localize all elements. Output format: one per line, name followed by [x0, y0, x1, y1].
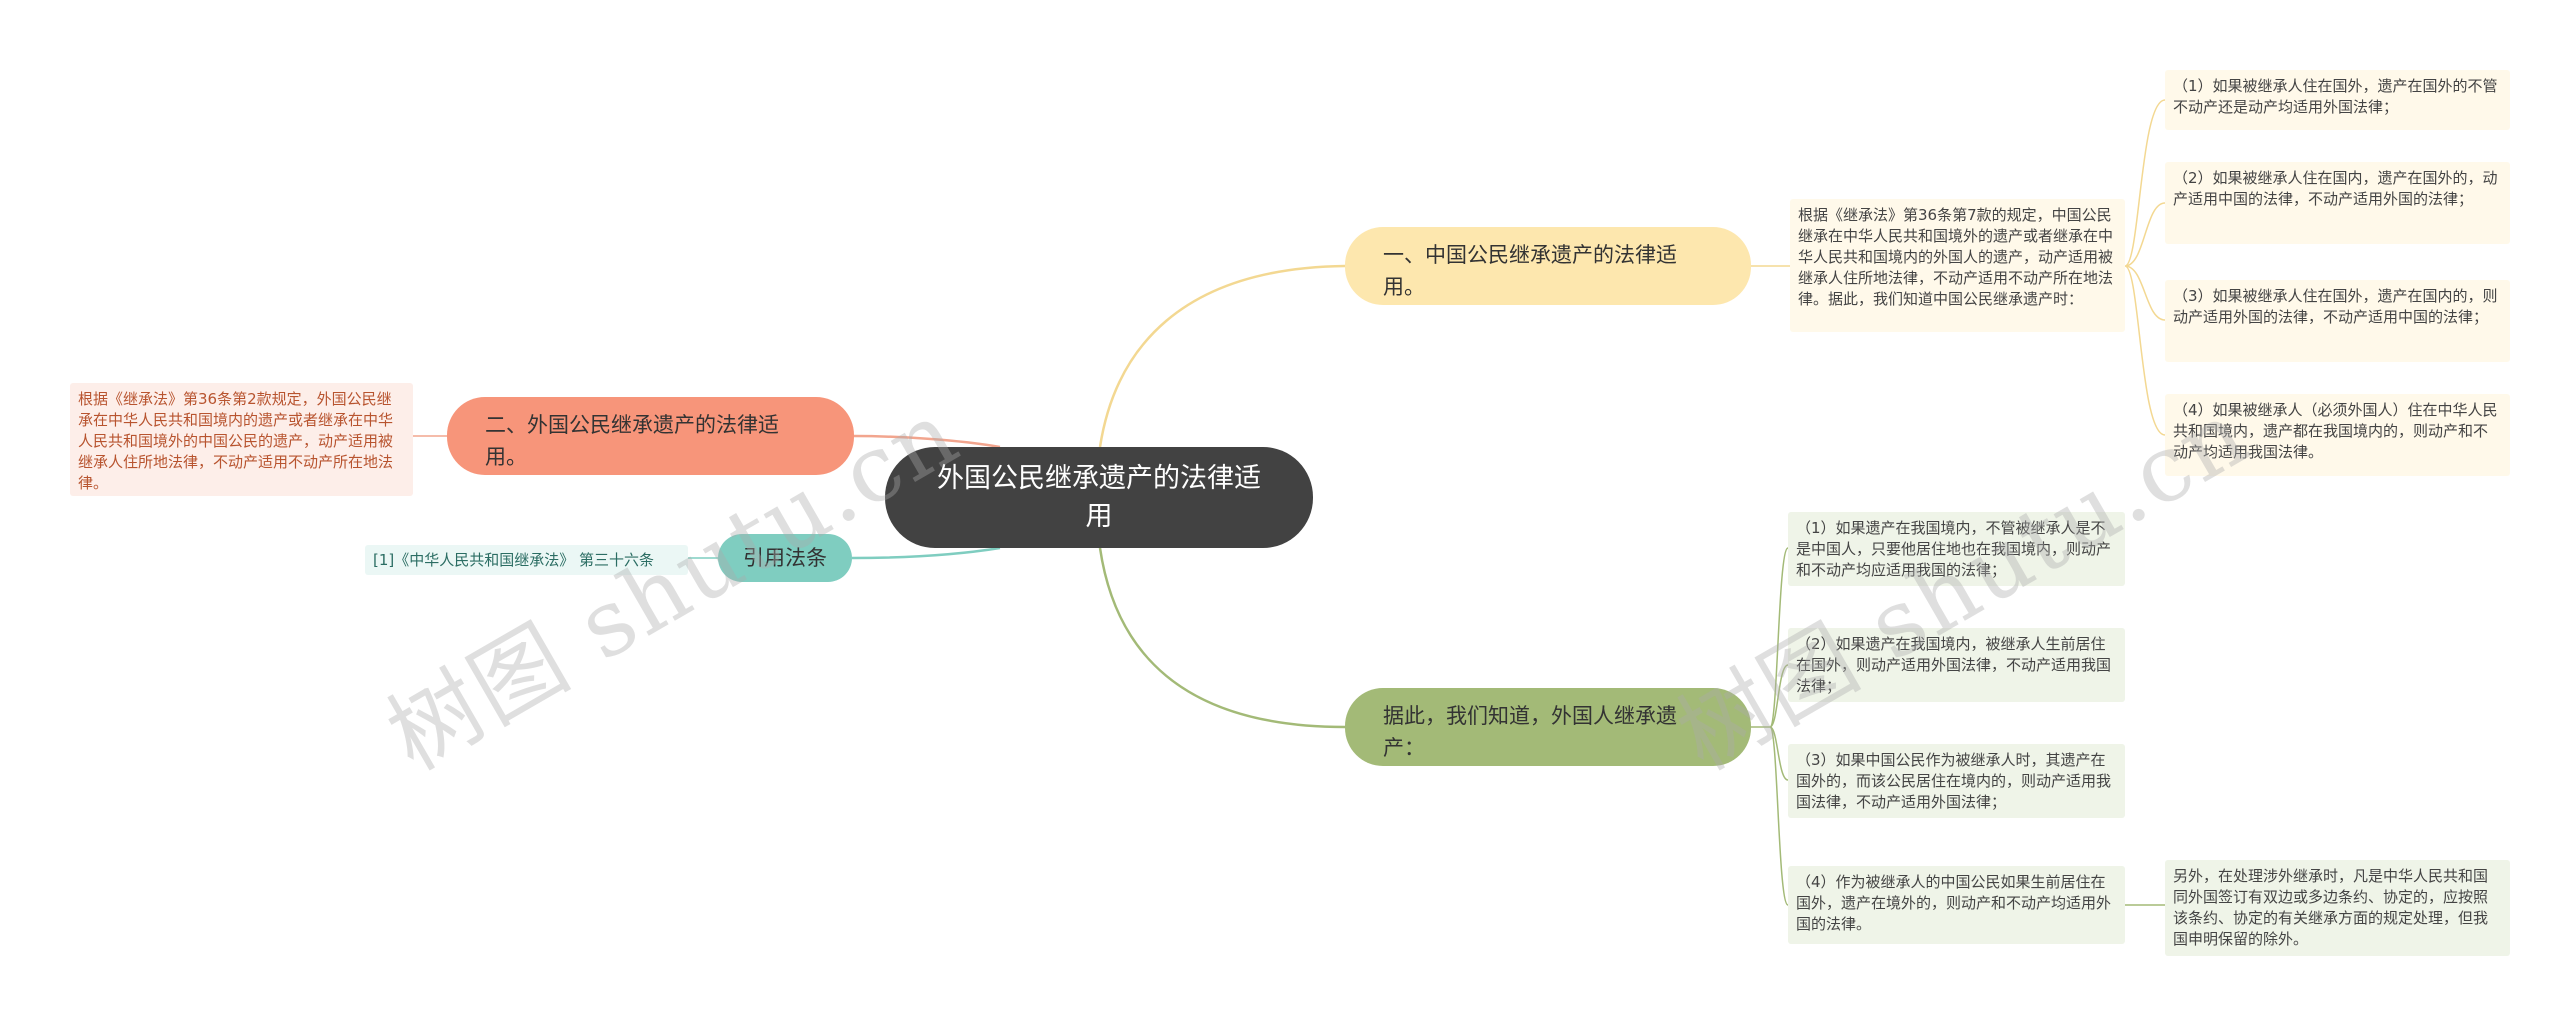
- note-text: （4）作为被继承人的中国公民如果生前居住在国外，遗产在境外的，则动产和不动产均适…: [1796, 873, 2112, 933]
- note-text: 根据《继承法》第36条第2款规定，外国公民继承在中华人民共和国境内的遗产或者继承…: [78, 390, 394, 492]
- note-b1-item-4[interactable]: （4）如果被继承人（必须外国人）住在中华人民共和国境内，遗产都在我国境内的，则动…: [2165, 394, 2510, 476]
- link-root-b1: [1098, 264, 1346, 448]
- note-text: [1]《中华人民共和国继承法》 第三十六条: [373, 551, 655, 569]
- link-intro-sub: [2124, 99, 2166, 436]
- branch-foreign-citizen-law[interactable]: 二、外国公民继承遗产的法律适用。: [447, 397, 854, 475]
- branch-label: 一、中国公民继承遗产的法律适用。: [1383, 243, 1677, 299]
- note-text: 根据《继承法》第36条第7款的规定，中国公民继承在中华人民共和国境外的遗产或者继…: [1798, 206, 2114, 308]
- note-text: （1）如果遗产在我国境内，不管被继承人是不是中国人，只要他居住地也在我国境内，则…: [1796, 519, 2112, 579]
- note-b4-item-3[interactable]: （3）如果中国公民作为被继承人时，其遗产在国外的，而该公民居住在境内的，则动产适…: [1788, 744, 2125, 818]
- note-text: （2）如果遗产在我国境内，被继承人生前居住在国外，则动产适用外国法律，不动产适用…: [1796, 635, 2112, 695]
- branch-cited-law[interactable]: 引用法条: [718, 534, 852, 582]
- link-b4-notes: [1751, 547, 1789, 906]
- root-node[interactable]: 外国公民继承遗产的法律适用: [885, 447, 1313, 548]
- note-b4-item-4-sub[interactable]: 另外，在处理涉外继承时，凡是中华人民共和国同外国签订有双边或多边条约、协定的，应…: [2165, 860, 2510, 956]
- note-b4-item-4[interactable]: （4）作为被继承人的中国公民如果生前居住在国外，遗产在境外的，则动产和不动产均适…: [1788, 866, 2125, 944]
- note-b1-item-1[interactable]: （1）如果被继承人住在国外，遗产在国外的不管不动产还是动产均适用外国法律；: [2165, 70, 2510, 130]
- root-title: 外国公民继承遗产的法律适用: [937, 462, 1261, 532]
- link-root-b4: [1098, 547, 1346, 729]
- note-b1-intro[interactable]: 根据《继承法》第36条第7款的规定，中国公民继承在中华人民共和国境外的遗产或者继…: [1790, 199, 2125, 332]
- note-text: （4）如果被继承人（必须外国人）住在中华人民共和国境内，遗产都在我国境内的，则动…: [2173, 401, 2498, 461]
- branch-foreigner-inherit[interactable]: 据此，我们知道，外国人继承遗产：: [1345, 688, 1751, 766]
- branch-label: 引用法条: [743, 546, 827, 570]
- branch-label: 据此，我们知道，外国人继承遗产：: [1383, 704, 1677, 760]
- note-b4-item-2[interactable]: （2）如果遗产在我国境内，被继承人生前居住在国外，则动产适用外国法律，不动产适用…: [1788, 628, 2125, 702]
- branch-chinese-citizen-law[interactable]: 一、中国公民继承遗产的法律适用。: [1345, 227, 1751, 305]
- note-b2-item-1[interactable]: 根据《继承法》第36条第2款规定，外国公民继承在中华人民共和国境内的遗产或者继承…: [70, 383, 413, 496]
- note-b4-item-1[interactable]: （1）如果遗产在我国境内，不管被继承人是不是中国人，只要他居住地也在我国境内，则…: [1788, 512, 2125, 586]
- note-text: 另外，在处理涉外继承时，凡是中华人民共和国同外国签订有双边或多边条约、协定的，应…: [2173, 867, 2489, 948]
- branch-label: 二、外国公民继承遗产的法律适用。: [485, 413, 779, 469]
- note-b1-item-2[interactable]: （2）如果被继承人住在国内，遗产在国外的，动产适用中国的法律，不动产适用外国的法…: [2165, 162, 2510, 244]
- note-b1-item-3[interactable]: （3）如果被继承人住在国外，遗产在国内的，则动产适用外国的法律，不动产适用中国的…: [2165, 280, 2510, 362]
- link-root-b2: [853, 434, 1001, 449]
- note-text: （3）如果中国公民作为被继承人时，其遗产在国外的，而该公民居住在境内的，则动产适…: [1796, 751, 2112, 811]
- note-text: （2）如果被继承人住在国内，遗产在国外的，动产适用中国的法律，不动产适用外国的法…: [2173, 169, 2498, 208]
- link-root-b3: [851, 546, 1001, 560]
- note-text: （1）如果被继承人住在国外，遗产在国外的不管不动产还是动产均适用外国法律；: [2173, 77, 2498, 116]
- note-text: （3）如果被继承人住在国外，遗产在国内的，则动产适用外国的法律，不动产适用中国的…: [2173, 287, 2498, 326]
- note-b3-citation[interactable]: [1]《中华人民共和国继承法》 第三十六条: [365, 545, 688, 575]
